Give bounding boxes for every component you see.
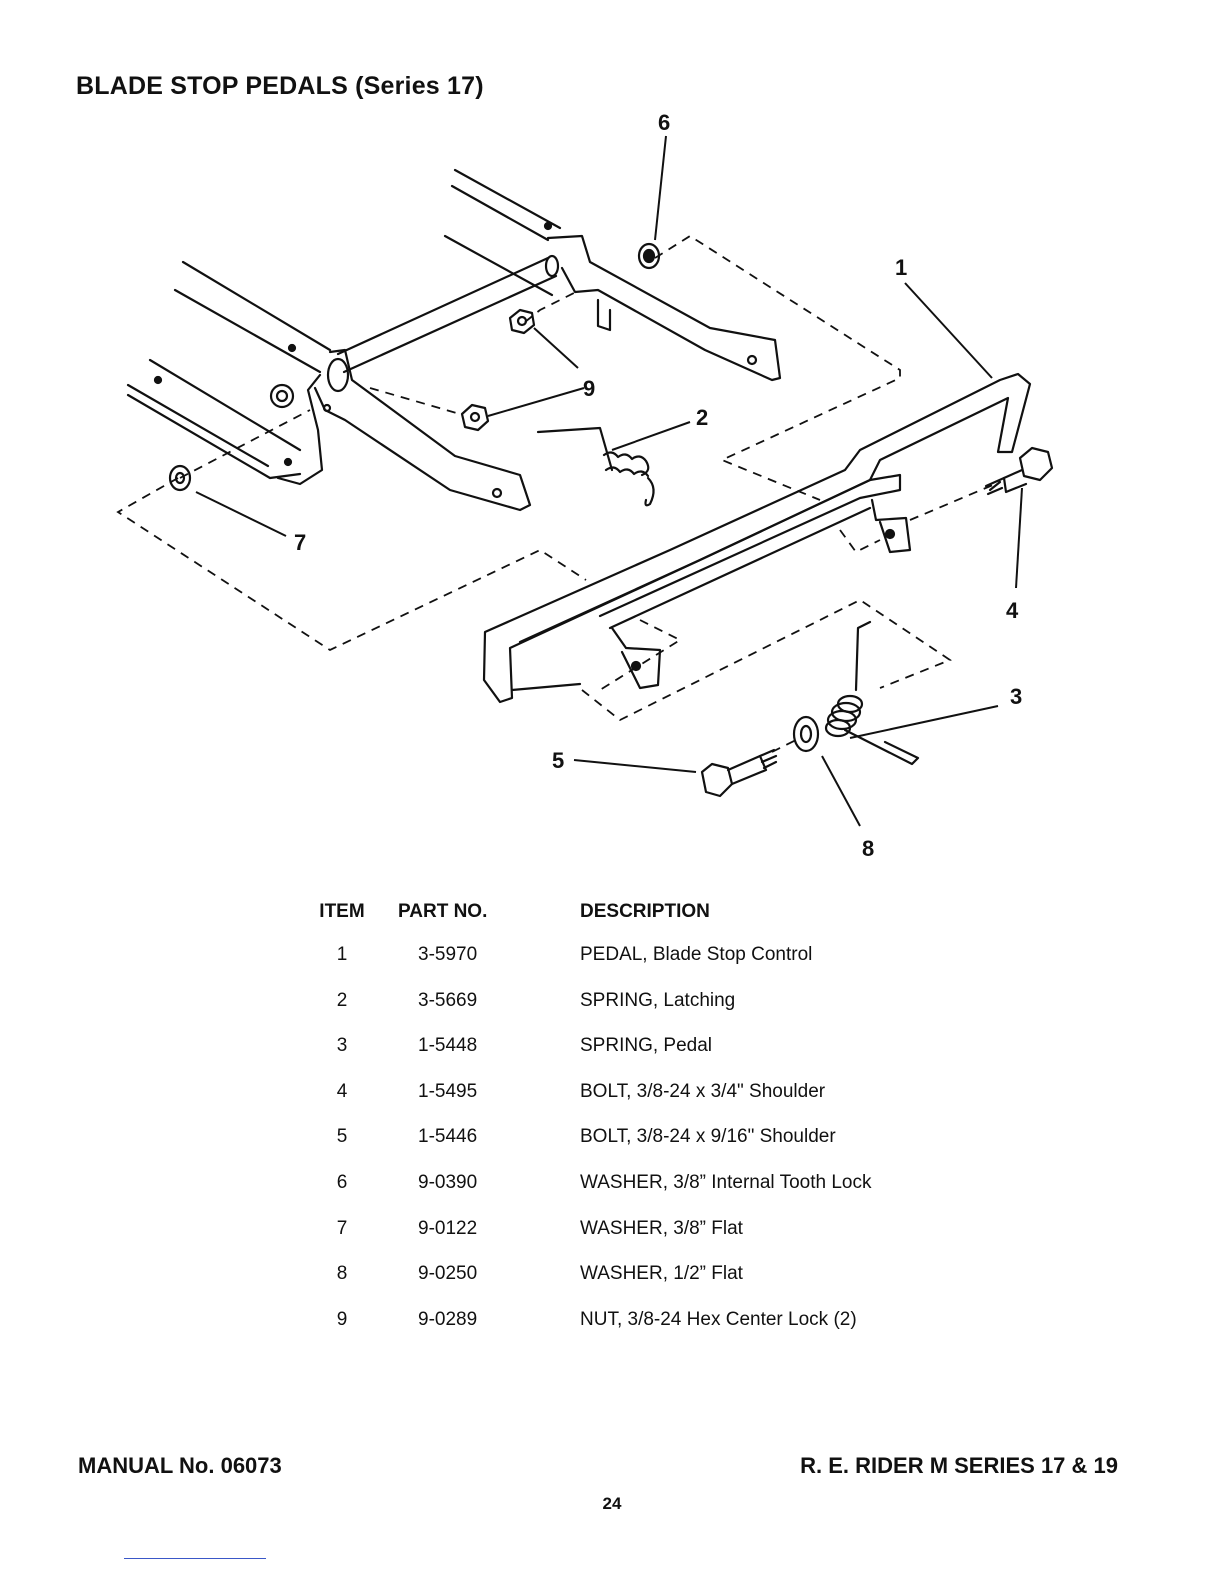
- model-series: R. E. RIDER M SERIES 17 & 19: [800, 1453, 1118, 1478]
- row-item: 6: [336, 1171, 348, 1193]
- row-description: WASHER, 3/8” Flat: [580, 1217, 743, 1239]
- latching-spring-item-2: [536, 426, 655, 507]
- cross-shaft: [336, 254, 560, 374]
- row-item: 5: [336, 1126, 348, 1148]
- table-row: 5 1-5446 BOLT, 3/8-24 x 9/16" Shoulder: [286, 1126, 980, 1172]
- leader-lines: [195, 135, 1023, 827]
- shoulder-bolt-item-5: [700, 748, 778, 798]
- assembly-guide-lines: [116, 234, 1001, 753]
- lock-washer-item-6: [637, 242, 661, 270]
- header-part-no: PART NO.: [398, 901, 488, 922]
- left-frame-rail: [126, 260, 332, 480]
- shoulder-bolt-item-4: [984, 446, 1054, 496]
- row-description: NUT, 3/8-24 Hex Center Lock (2): [580, 1308, 857, 1330]
- flat-washer-item-7: [168, 464, 192, 492]
- table-row: 1 3-5970 PEDAL, Blade Stop Control: [286, 944, 980, 990]
- row-part-no: 9-0250: [418, 1263, 478, 1285]
- row-description: WASHER, 3/8” Internal Tooth Lock: [580, 1171, 872, 1193]
- row-description: SPRING, Pedal: [580, 1035, 712, 1057]
- row-part-no: 9-0289: [418, 1308, 478, 1330]
- row-description: WASHER, 1/2” Flat: [580, 1263, 743, 1285]
- row-description: BOLT, 3/8-24 x 9/16" Shoulder: [580, 1126, 836, 1148]
- header-description: DESCRIPTION: [580, 901, 710, 922]
- table-row: 2 3-5669 SPRING, Latching: [286, 990, 980, 1036]
- callout-4: 4: [1006, 598, 1019, 623]
- page-title: BLADE STOP PEDALS (Series 17): [76, 72, 484, 100]
- row-item: 7: [336, 1217, 348, 1239]
- table-row: 8 9-0250 WASHER, 1/2” Flat: [286, 1263, 980, 1309]
- flat-washer-item-8: [792, 715, 820, 753]
- row-description: PEDAL, Blade Stop Control: [580, 944, 813, 965]
- right-frame-rail: [443, 168, 562, 297]
- lower-pedal-arm: [276, 348, 532, 512]
- row-item: 9: [336, 1308, 348, 1330]
- callout-9: 9: [583, 376, 595, 401]
- callout-6: 6: [658, 110, 670, 135]
- table-row: 3 1-5448 SPRING, Pedal: [286, 1035, 980, 1081]
- row-part-no: 3-5669: [418, 989, 478, 1011]
- row-description: SPRING, Latching: [580, 989, 736, 1011]
- callout-2: 2: [696, 405, 708, 430]
- row-part-no: 9-0390: [418, 1171, 478, 1193]
- callout-5: 5: [552, 748, 564, 773]
- page-number: 24: [602, 1494, 622, 1513]
- row-part-no: 1-5448: [418, 1035, 478, 1057]
- row-item: 3: [336, 1035, 348, 1057]
- row-item: 8: [336, 1263, 348, 1285]
- row-item: 1: [336, 944, 348, 965]
- row-part-no: 3-5970: [418, 944, 478, 965]
- parts-list-table: ITEM PART NO. DESCRIPTION 1 3-5970 PEDAL…: [286, 898, 980, 1354]
- row-item: 4: [336, 1080, 348, 1102]
- row-part-no: 1-5495: [418, 1080, 478, 1102]
- callout-7: 7: [294, 530, 306, 555]
- row-part-no: 9-0122: [418, 1217, 478, 1239]
- header-item: ITEM: [319, 901, 365, 922]
- row-part-no: 1-5446: [418, 1126, 478, 1148]
- left-lock-nut: [269, 383, 295, 409]
- blade-stop-pedal-item-1: [482, 372, 1032, 704]
- row-description: BOLT, 3/8-24 x 3/4" Shoulder: [580, 1080, 826, 1102]
- bottom-divider: [124, 1558, 266, 1559]
- row-item: 2: [336, 989, 348, 1011]
- table-row: 7 9-0122 WASHER, 3/8” Flat: [286, 1218, 980, 1264]
- table-row: 6 9-0390 WASHER, 3/8” Internal Tooth Loc…: [286, 1172, 980, 1218]
- pedal-spring-item-3: [824, 620, 920, 766]
- table-row: 9 9-0289 NUT, 3/8-24 Hex Center Lock (2): [286, 1309, 980, 1355]
- hex-nut-lower: [460, 403, 490, 432]
- callout-8: 8: [862, 836, 874, 861]
- upper-pedal-arm: [546, 234, 782, 382]
- exploded-parts-diagram: 1 2 3 4 5 6 7 8 9 9: [116, 110, 1054, 861]
- callout-3: 3: [1010, 684, 1022, 709]
- manual-number: MANUAL No. 06073: [78, 1453, 282, 1478]
- table-row: 4 1-5495 BOLT, 3/8-24 x 3/4" Shoulder: [286, 1081, 980, 1127]
- hex-nut-upper: [508, 308, 536, 335]
- table-header-row: ITEM PART NO. DESCRIPTION: [286, 898, 980, 944]
- callout-1: 1: [895, 255, 907, 280]
